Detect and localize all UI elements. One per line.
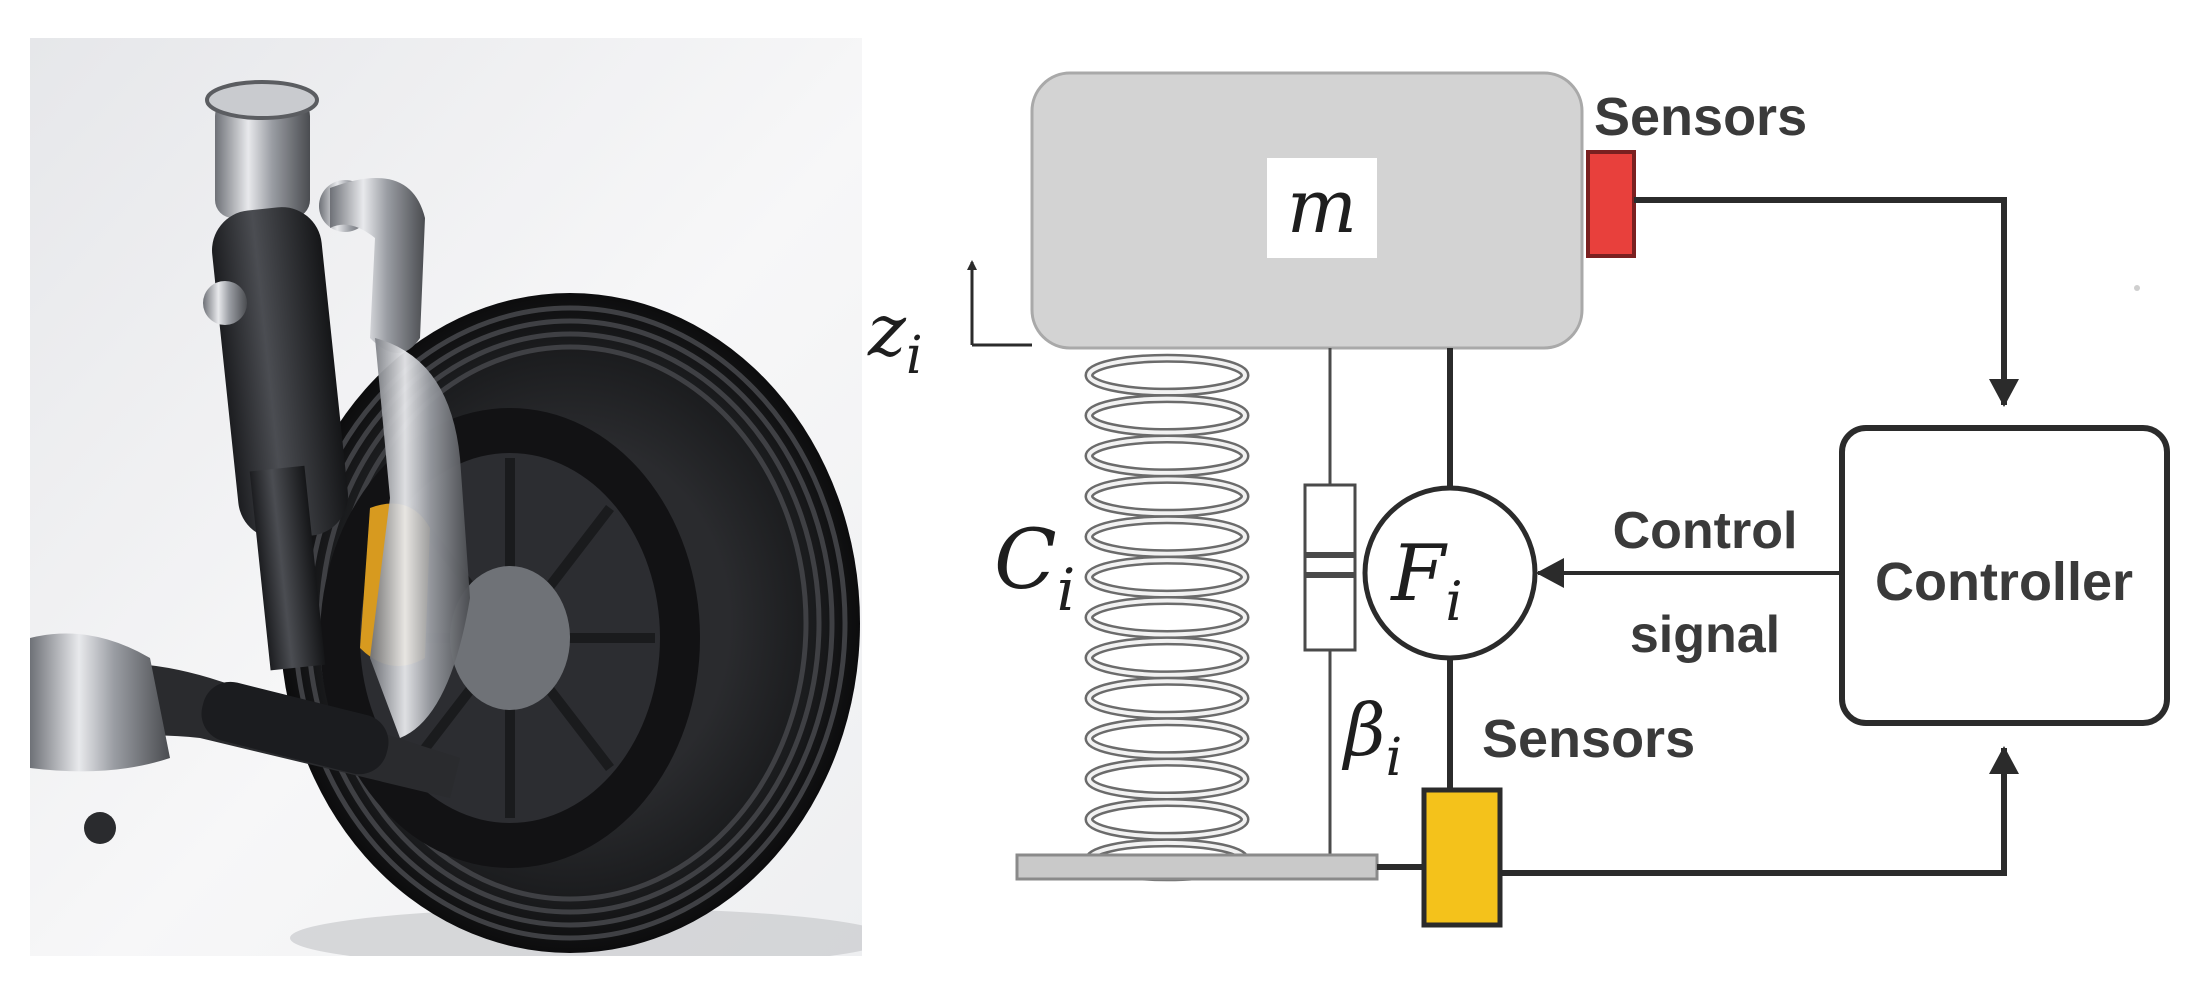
bottom-sensor (1421, 787, 1503, 928)
suspension-illustration (30, 38, 862, 956)
bottom-feedback-arrow (1500, 746, 2019, 876)
damper-icon (1303, 348, 1357, 865)
sensors-top-label: Sensors (1594, 87, 1807, 147)
mass-label: m (1287, 164, 1357, 250)
suspension-diagram: m Sensors zi Ci βi Fi Sensors (862, 0, 2190, 986)
controller-box (1839, 425, 2170, 726)
upper-arm-icon (330, 178, 425, 353)
ground-plate (1015, 853, 1379, 881)
top-sensor (1586, 150, 1636, 258)
sensors-bottom-label: Sensors (1482, 709, 1695, 769)
damper-label: βi (1341, 688, 1402, 788)
displacement-arrow-icon (967, 260, 1032, 347)
spring-label: Ci (994, 513, 1075, 624)
mass-label-box (1267, 158, 1377, 258)
spring-icon (1084, 353, 1250, 882)
suspension-photo (30, 38, 862, 956)
controller-label: Controller (1875, 552, 2133, 612)
strut-icon (203, 80, 371, 671)
displacement-label: zi (867, 288, 923, 386)
control-signal-line1: Control (1613, 502, 1798, 560)
top-feedback-arrow (1634, 197, 2019, 407)
control-signal-line2: signal (1630, 606, 1780, 664)
steering-rack-icon (30, 633, 460, 844)
actuator-label: Fi (1389, 529, 1462, 633)
diagram-canvas: m Sensors zi Ci βi Fi Sensors (867, 71, 2170, 928)
actuator-circle (1362, 485, 1538, 661)
